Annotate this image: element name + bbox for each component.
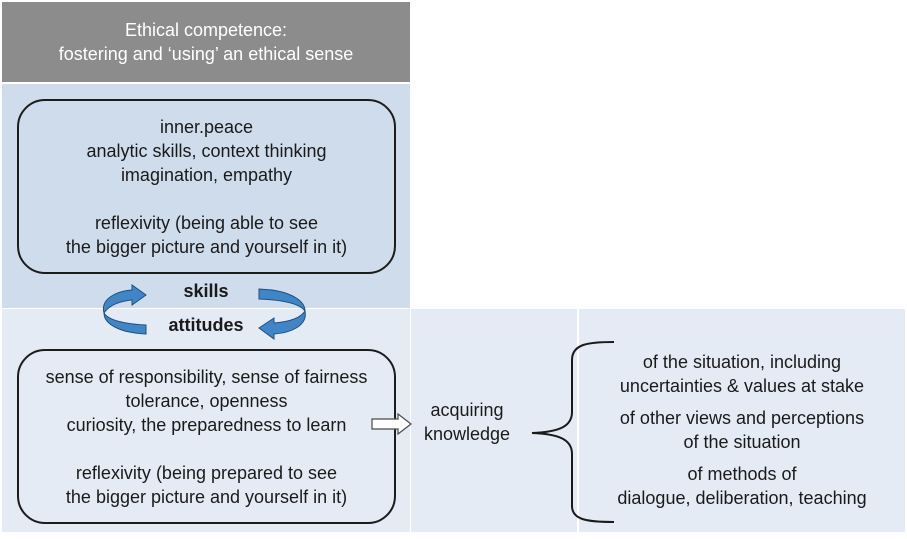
attitudes-box: sense of responsibility, sense of fairne… xyxy=(17,349,396,524)
attitudes-label: attitudes xyxy=(168,315,244,335)
attitudes-line-4: reflexivity (being prepared to see xyxy=(75,462,338,483)
knowledge-item-line: of methods of xyxy=(687,464,797,484)
knowledge-item-methods: of methods of dialogue, deliberation, te… xyxy=(582,462,902,510)
knowledge-item-line: dialogue, deliberation, teaching xyxy=(617,488,867,508)
knowledge-item-situation: of the situation, including uncertaintie… xyxy=(582,350,902,398)
skills-line-5: the bigger picture and yourself in it) xyxy=(65,236,348,257)
acquiring-line-2: knowledge xyxy=(423,424,511,444)
title-line-2: fostering and ‘using’ an ethical sense xyxy=(58,44,354,64)
skills-box: inner.peace analytic skills, context thi… xyxy=(17,99,396,274)
curly-brace-icon xyxy=(531,341,615,523)
skills-label: skills xyxy=(183,281,229,301)
knowledge-item-line: of other views and perceptions xyxy=(619,408,865,428)
knowledge-item-views: of other views and perceptions of the si… xyxy=(582,406,902,454)
attitudes-line-5: the bigger picture and yourself in it) xyxy=(65,486,348,507)
diagram-title: Ethical competence: fostering and ‘using… xyxy=(2,2,410,82)
cycle-arrow-top-icon xyxy=(102,284,147,315)
knowledge-panel xyxy=(579,309,905,532)
acquiring-line-1: acquiring xyxy=(430,400,504,420)
knowledge-item-line: uncertainties & values at stake xyxy=(619,376,865,396)
attitudes-line-1: sense of responsibility, sense of fairne… xyxy=(45,366,368,387)
attitudes-line-3: curiosity, the preparedness to learn xyxy=(66,414,347,435)
cycle-arrow-bottom-left-icon xyxy=(103,311,147,335)
title-line-1: Ethical competence: xyxy=(124,20,288,40)
knowledge-item-line: of the situation xyxy=(683,432,801,452)
knowledge-item-line: of the situation, including xyxy=(642,352,842,372)
acquiring-panel xyxy=(411,309,577,532)
skills-line-1: inner.peace xyxy=(159,116,254,137)
acquiring-knowledge: acquiring knowledge xyxy=(412,398,522,446)
skills-line-4: reflexivity (being able to see xyxy=(94,212,319,233)
attitudes-line-2: tolerance, openness xyxy=(125,390,288,411)
right-arrow-icon xyxy=(371,412,412,436)
cycle-arrow-bottom-icon xyxy=(258,309,306,340)
skills-line-2: analytic skills, context thinking xyxy=(86,140,327,161)
skills-line-3: imagination, empathy xyxy=(120,164,293,185)
